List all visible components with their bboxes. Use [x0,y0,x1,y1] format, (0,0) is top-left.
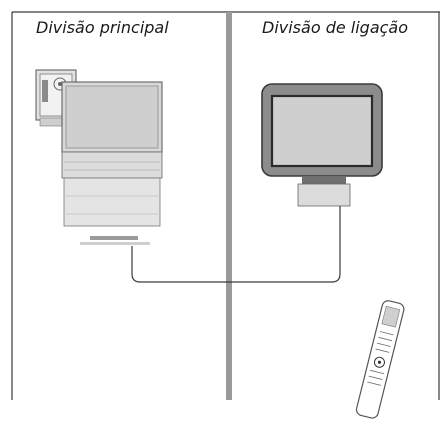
main-room-label: Divisão principal [36,18,169,37]
remote-control-icon [355,300,405,419]
tv-with-stand-icon [61,81,163,245]
link-room-label: Divisão de ligação [262,18,409,37]
room-divider [226,12,232,400]
wall-mounted-tv-icon [261,83,383,207]
link-cable [131,206,341,283]
